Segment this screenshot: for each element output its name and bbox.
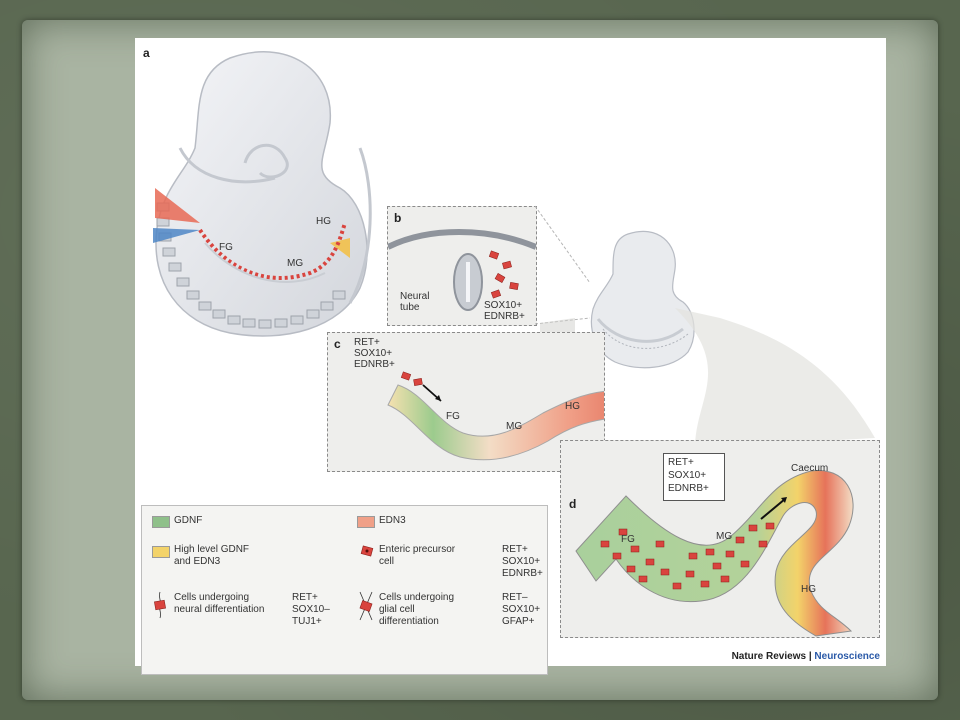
legend-neural-marker-2: SOX10– <box>292 604 330 615</box>
panel-d-hg-label: HG <box>801 584 816 595</box>
legend-precursor-marker-2: SOX10+ <box>502 556 541 567</box>
legend-precursor-marker-1: RET+ <box>502 544 528 555</box>
panel-b: b Neural tube SOX10+ EDNRB+ <box>387 206 537 326</box>
panel-d-callout-1: RET+ <box>668 457 694 468</box>
legend-precursor-marker-3: EDNRB+ <box>502 568 543 579</box>
panel-d-zoom-band <box>675 308 875 448</box>
panel-d-callout: RET+ SOX10+ EDNRB+ <box>663 453 725 501</box>
neural-tube-label-2: tube <box>400 302 420 313</box>
legend-glial-line-1: Cells undergoing <box>379 592 455 603</box>
legend-neural-cell-icon <box>154 591 166 619</box>
panel-c-mg-label: MG <box>506 421 523 432</box>
legend-high-line-1: High level GDNF <box>174 544 250 555</box>
legend: GDNF EDN3 High level GDNF and EDN3 Enter… <box>141 505 548 675</box>
legend-high-swatch <box>152 546 170 558</box>
journal-credit: Nature Reviews | Neuroscience <box>732 651 880 662</box>
panel-d-fg-label: FG <box>621 534 635 545</box>
legend-neural-marker-3: TUJ1+ <box>292 616 322 627</box>
panel-a-fg-label: FG <box>219 242 233 253</box>
legend-gdnf-swatch <box>152 516 170 528</box>
panel-c-marker-3: EDNRB+ <box>354 359 395 370</box>
panel-c-fg-label: FG <box>446 411 460 422</box>
legend-precursor-line-2: cell <box>379 556 395 567</box>
legend-edn3-swatch <box>357 516 375 528</box>
panel-b-marker-1: SOX10+ <box>484 300 523 311</box>
panel-d-callout-3: EDNRB+ <box>668 483 709 494</box>
panel-c-hg-label: HG <box>565 401 580 412</box>
small-embryo <box>590 230 695 369</box>
legend-precursor-cell-icon <box>360 545 374 557</box>
panel-c-letter: c <box>334 337 341 351</box>
legend-gdnf-label: GDNF <box>174 515 203 526</box>
credit-journal: Nature Reviews | <box>731 651 815 662</box>
legend-glial-cell-icon <box>359 591 373 621</box>
figure: a FG MG HG b <box>135 38 886 675</box>
legend-neural-line-2: neural differentiation <box>174 604 265 615</box>
panel-d-gut <box>575 469 854 637</box>
legend-neural-marker-1: RET+ <box>292 592 318 603</box>
neural-tube-label-1: Neural <box>400 291 430 302</box>
legend-neural-line-1: Cells undergoing <box>174 592 250 603</box>
panel-c-marker-2: SOX10+ <box>354 348 393 359</box>
panel-a-embryo <box>153 51 372 337</box>
legend-glial-marker-3: GFAP+ <box>502 616 535 627</box>
panel-d-caecum-label: Caecum <box>791 463 829 474</box>
panel-b-letter: b <box>394 211 402 225</box>
legend-glial-marker-2: SOX10+ <box>502 604 541 615</box>
credit-section: Neuroscience <box>814 651 880 662</box>
panel-d: d <box>560 440 880 638</box>
panel-c: c RET+ SOX10+ EDNRB+ FG MG <box>327 332 605 472</box>
panel-a-letter: a <box>143 46 150 60</box>
legend-glial-line-3: differentiation <box>379 616 439 627</box>
panel-d-callout-2: SOX10+ <box>668 470 707 481</box>
panel-a-mg-label: MG <box>287 258 304 269</box>
panel-b-tissue <box>388 229 536 311</box>
legend-precursor-line-1: Enteric precursor <box>379 544 456 555</box>
legend-high-line-2: and EDN3 <box>174 556 221 567</box>
panel-d-letter: d <box>569 497 577 511</box>
legend-glial-marker-1: RET– <box>502 592 528 603</box>
panel-c-gut <box>387 371 604 461</box>
panel-b-marker-2: EDNRB+ <box>484 311 525 322</box>
panel-c-marker-1: RET+ <box>354 337 380 348</box>
panel-d-mg-label: MG <box>716 531 733 542</box>
panel-a-hg-label: HG <box>316 216 331 227</box>
legend-edn3-label: EDN3 <box>379 515 406 526</box>
legend-glial-line-2: glial cell <box>379 604 415 615</box>
